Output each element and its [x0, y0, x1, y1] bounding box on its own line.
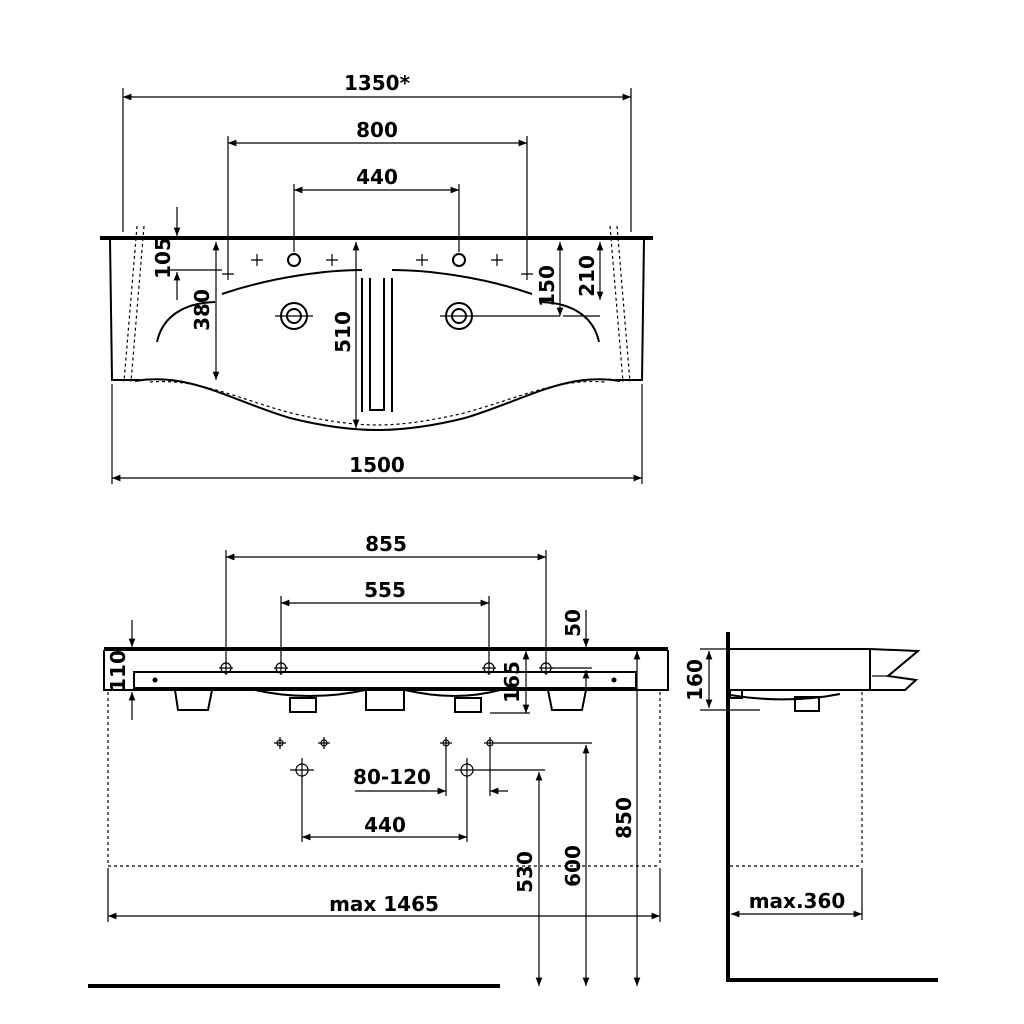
top-view: 1350* 800 440 [100, 71, 653, 484]
dim-label-555: 555 [364, 578, 406, 602]
dim-label-105: 105 [151, 237, 175, 279]
dim-label-850: 850 [612, 797, 636, 839]
tap-hole-right [452, 253, 466, 267]
dim-label-510: 510 [331, 311, 355, 353]
dim-label-1500: 1500 [349, 453, 405, 477]
dim-label-110: 110 [106, 650, 130, 692]
dim-label-160: 160 [683, 659, 707, 701]
dim-label-1350: 1350* [344, 71, 411, 95]
dim-label-150: 150 [535, 265, 559, 307]
wall-tap-markers [274, 737, 496, 782]
front-rail [133, 671, 637, 689]
dim-label-855: 855 [365, 532, 407, 556]
dim-label-380: 380 [190, 289, 214, 331]
dim-label-800: 800 [356, 118, 398, 142]
dim-label-600: 600 [561, 845, 585, 887]
drain-right-icon [440, 302, 478, 330]
tap-holes-front [219, 661, 553, 675]
side-view: 160 max.360 [683, 632, 938, 982]
plus-markers [222, 254, 533, 280]
dim-label-165: 165 [500, 661, 524, 703]
tap-hole-left [287, 253, 301, 267]
dim-label-440-top: 440 [356, 165, 398, 189]
dim-label-80-120: 80-120 [353, 765, 431, 789]
dim-label-530: 530 [513, 851, 537, 893]
front-view: 855 555 50 [88, 532, 669, 988]
basin-front-edge [134, 378, 621, 432]
dim-label-max-1465: max 1465 [329, 892, 439, 916]
dim-label-210: 210 [575, 255, 599, 297]
dim-label-440-bottom: 440 [364, 813, 406, 837]
dim-label-max-360: max.360 [749, 889, 846, 913]
drain-left-icon [275, 302, 313, 330]
dim-label-50: 50 [561, 609, 585, 637]
